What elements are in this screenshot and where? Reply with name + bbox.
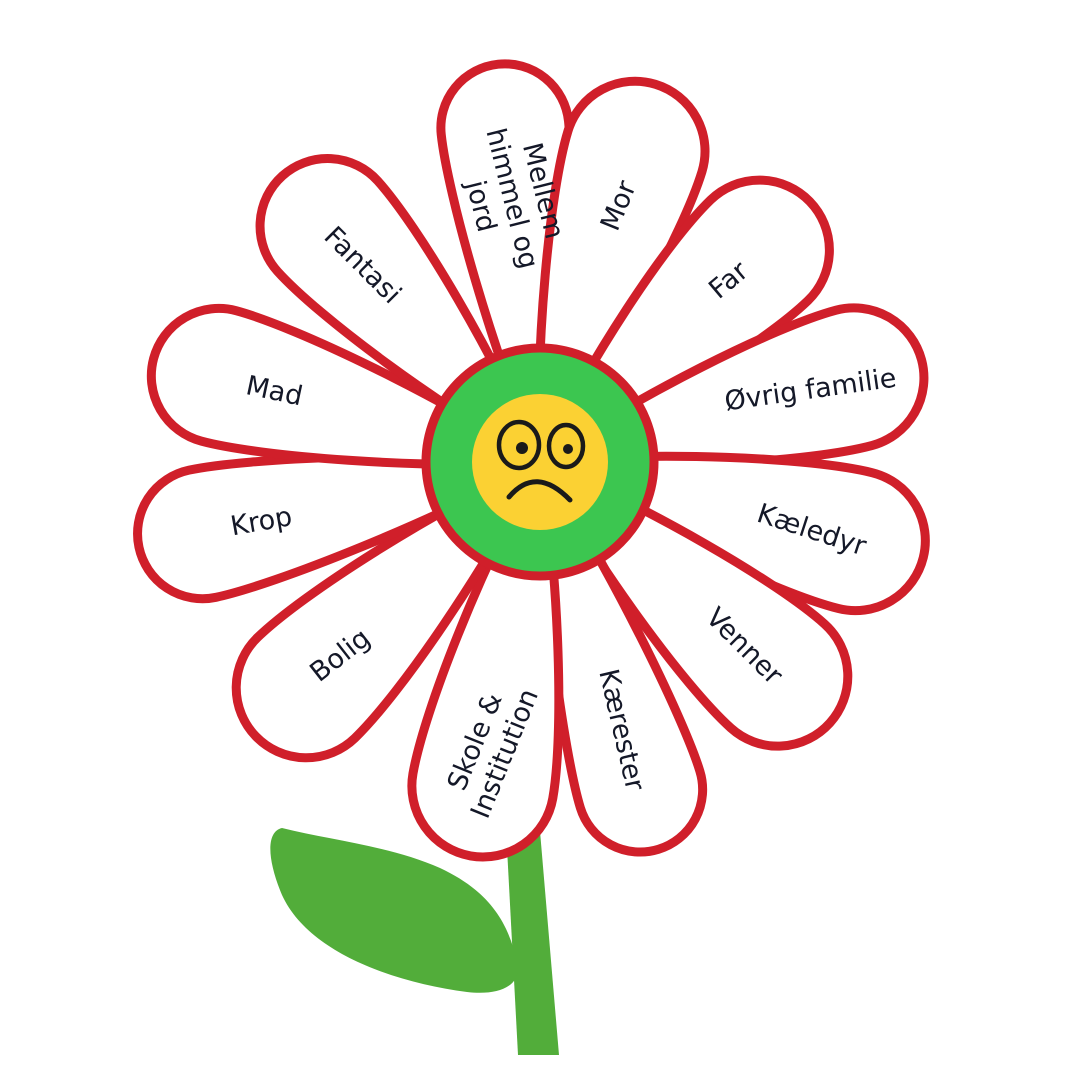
left-eye <box>496 419 542 471</box>
frown-mouth <box>506 479 573 503</box>
petal-label-mellem-himmel-og-jord: Mellemhimmel ogjord <box>448 117 575 279</box>
left-pupil <box>516 442 528 454</box>
flower-leaf <box>270 828 518 993</box>
sad-face-icon <box>472 394 608 530</box>
right-pupil <box>563 444 573 454</box>
face-circle <box>472 394 608 530</box>
right-eye <box>546 422 586 470</box>
